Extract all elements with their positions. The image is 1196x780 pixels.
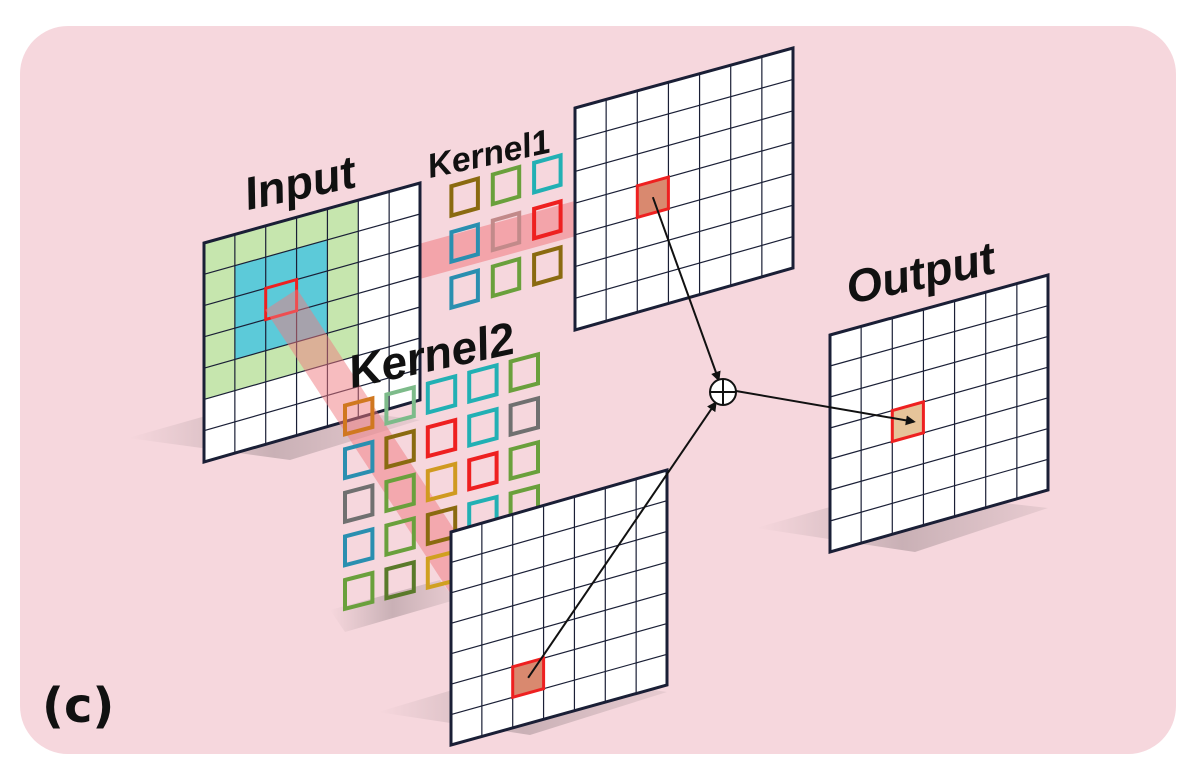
output-hline (829, 305, 1049, 367)
fm1-highlight-cell (635, 175, 670, 220)
fm2-face (451, 470, 667, 745)
output-face (830, 275, 1048, 552)
shadow-4 (330, 580, 455, 632)
arrow-sum-to-output (735, 390, 916, 426)
kernel2-cell (467, 362, 499, 405)
input-border (202, 181, 422, 464)
fm1-hline (574, 110, 794, 173)
kernel2-cell (508, 395, 540, 438)
kernel2-cell (467, 450, 499, 492)
arrow-map2-to-sum (527, 401, 717, 679)
kernel2-cell (425, 373, 458, 416)
fm1-hline (574, 78, 794, 141)
output-hline (829, 366, 1049, 429)
kernel2-cell (384, 428, 416, 470)
panel-label: (c) (42, 678, 114, 734)
kernel2-cell (425, 417, 458, 459)
kernel2-cell (425, 461, 458, 503)
fm2-hline (450, 530, 668, 594)
kernel2-cell (384, 515, 416, 558)
arrow-map1-to-sum (651, 196, 721, 382)
kernel2-cell (343, 439, 375, 481)
fm1-hline (574, 173, 794, 236)
intermediate-map-1 (573, 46, 795, 332)
kernel2-cell (343, 570, 375, 612)
kernel1-cell (449, 222, 480, 265)
input-hline (203, 213, 421, 275)
kernel2-cell (467, 406, 499, 448)
kernel1-cell (490, 210, 522, 253)
fm2-hline (450, 561, 668, 624)
kernel2-cell (343, 483, 375, 525)
kernel2-cell (384, 384, 416, 426)
kernel1-cell (532, 152, 563, 195)
fm1-border (573, 46, 795, 332)
output-hline (829, 458, 1049, 522)
kernel1-cell (490, 256, 522, 299)
fm1-hline (574, 204, 794, 268)
kernel2-cell (384, 472, 416, 514)
kernel2-cell (508, 439, 540, 482)
kernel2-cell (343, 395, 375, 437)
kernel1-grid (449, 152, 563, 311)
output-border (828, 273, 1050, 554)
input-hline (203, 275, 421, 338)
kernel1-cell (490, 164, 522, 207)
fm2-highlight-cell (511, 656, 546, 700)
output-hline (829, 335, 1049, 398)
fm2-hline (450, 653, 668, 716)
output-hline (829, 397, 1049, 460)
fm2-hline (450, 622, 668, 685)
fm1-hline (574, 141, 794, 204)
kernel2-cell (343, 526, 375, 568)
background-panel (20, 26, 1176, 754)
kernel1-cell (449, 268, 480, 311)
fm2-hline (450, 500, 668, 564)
intermediate-map-2 (449, 468, 669, 747)
fm1-hline (574, 235, 794, 299)
fm2-border (449, 468, 669, 747)
kernel1-cell (532, 198, 563, 241)
output-hline (829, 427, 1049, 491)
arrows (527, 196, 916, 679)
output-highlight-cell (890, 399, 925, 444)
input-hline (203, 368, 421, 432)
kernel2-cell (384, 559, 416, 601)
input-hline (203, 244, 421, 307)
fm1-face (575, 48, 793, 330)
kernel1-cell (449, 176, 480, 219)
output-feature-map (828, 273, 1050, 554)
kernel2-cell (508, 351, 540, 394)
kernel1-cell (532, 244, 563, 287)
fm2-hline (450, 592, 668, 655)
